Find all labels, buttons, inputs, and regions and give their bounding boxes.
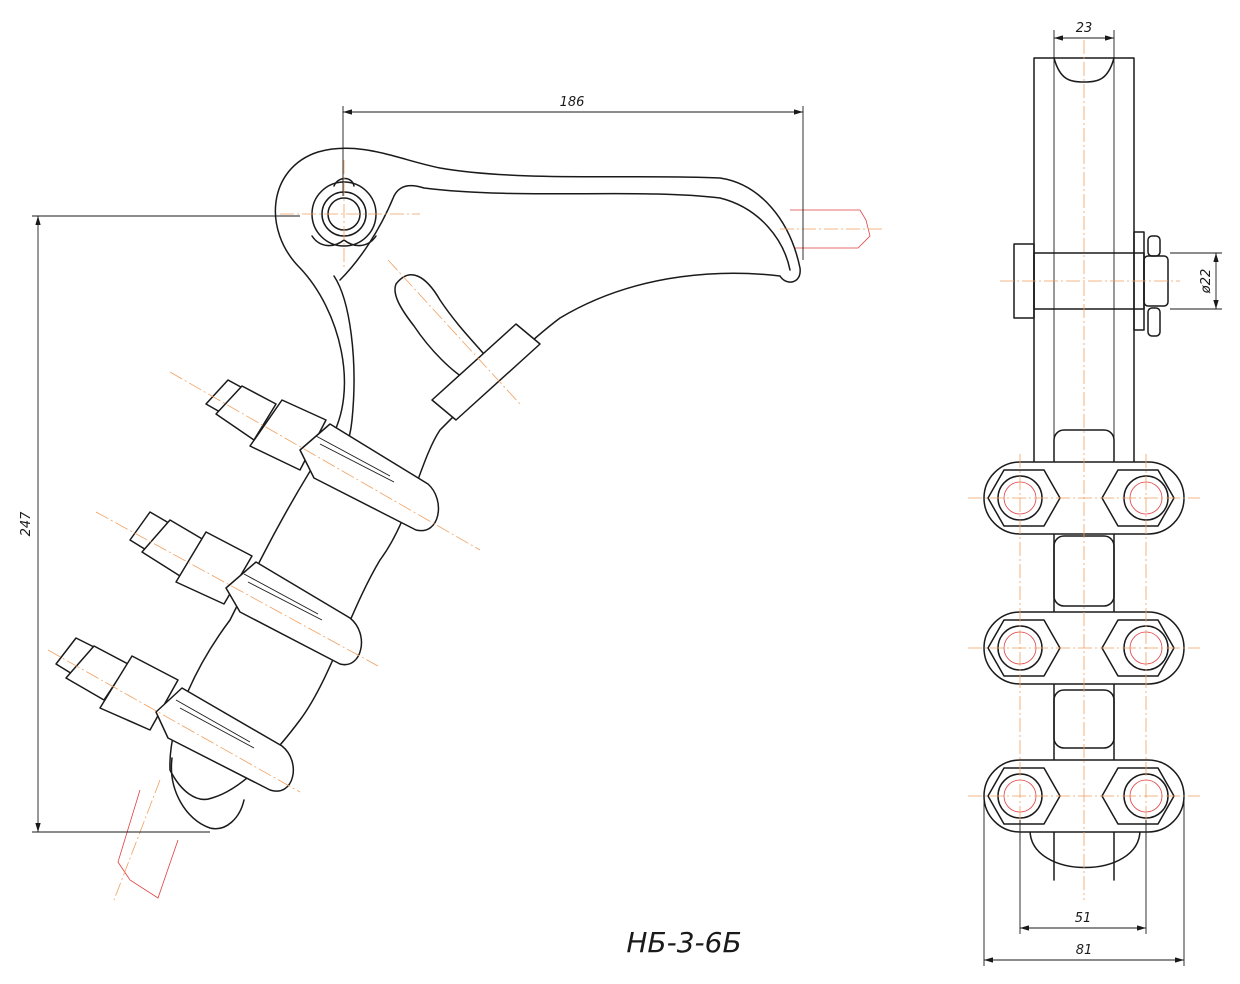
- cable-seat-hook: [170, 757, 245, 830]
- u-bolt-assembly-1: [205, 379, 440, 532]
- front-axes: [47, 160, 885, 901]
- dimension-pin-diameter: ø22: [1170, 252, 1222, 310]
- side-view: 23 ø22 51 81: [968, 21, 1222, 966]
- svg-text:23: 23: [1076, 21, 1093, 36]
- svg-text:186: 186: [560, 95, 585, 110]
- front-view: 186 247: [19, 95, 885, 901]
- u-bolt-assembly-2: [129, 511, 363, 666]
- svg-text:81: 81: [1076, 943, 1093, 958]
- svg-text:51: 51: [1075, 911, 1092, 926]
- dimension-plate-width: 81: [983, 800, 1185, 966]
- dimension-bolt-spacing: 51: [1019, 820, 1147, 934]
- dimension-thickness: 23: [1053, 21, 1115, 58]
- svg-text:247: 247: [19, 511, 34, 537]
- side-axes: [968, 40, 1200, 900]
- drawing-title: НБ-3-6Б: [626, 926, 741, 959]
- keeper-block: [431, 323, 541, 421]
- dimension-height: 247: [19, 215, 300, 833]
- u-bolt-assembly-3: [55, 637, 295, 792]
- svg-text:ø22: ø22: [1199, 269, 1214, 295]
- clamp-body: [169, 147, 801, 801]
- conductor-outline: [117, 209, 871, 899]
- dimension-width-top: 186: [342, 95, 804, 260]
